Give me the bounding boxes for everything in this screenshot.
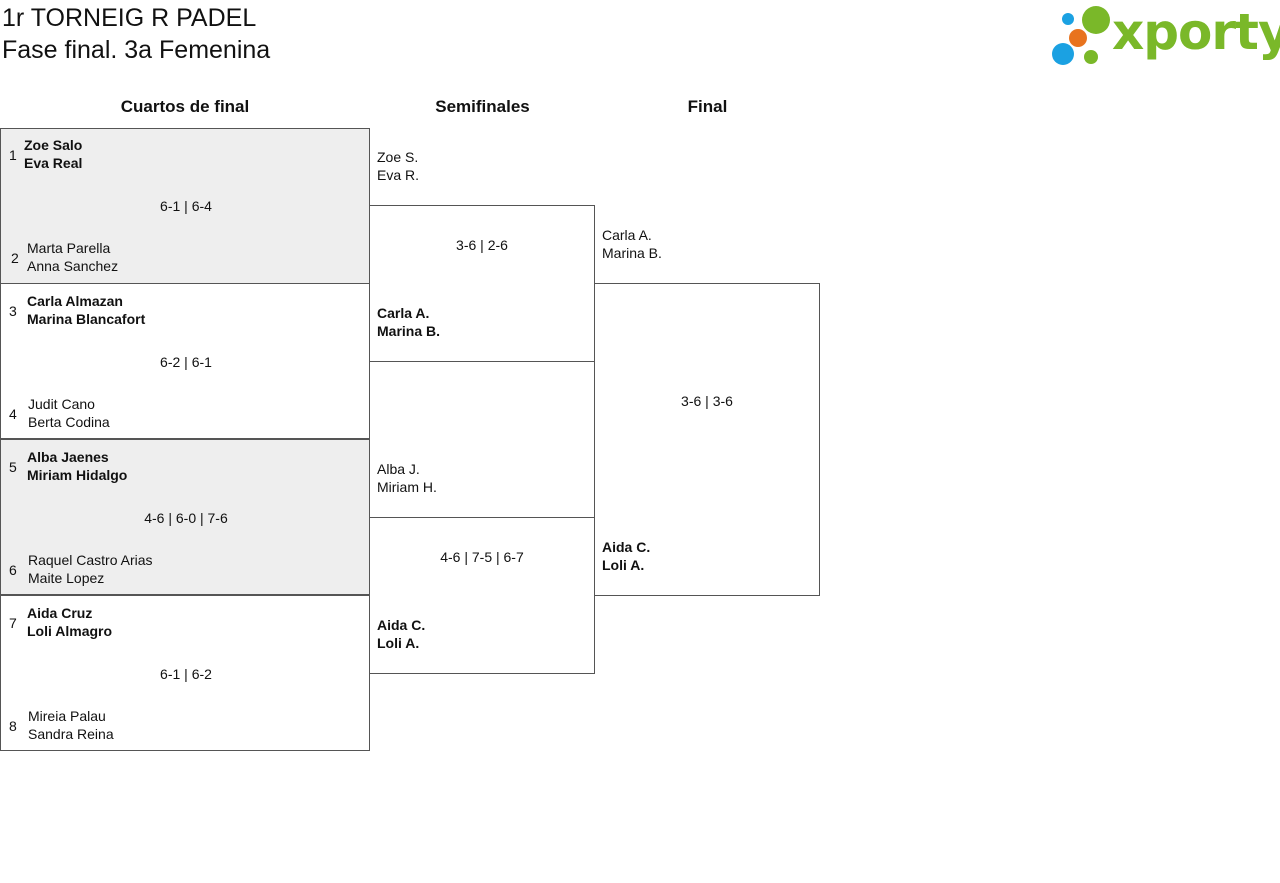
logo-dot-green: [1082, 6, 1110, 34]
round-heading-quarterfinals: Cuartos de final: [120, 97, 250, 116]
player-name: Berta Codina: [28, 414, 110, 430]
semifinal-1-team-bottom-winner: Carla A. Marina B.: [377, 304, 440, 340]
player-name: Miriam Hidalgo: [27, 467, 128, 483]
logo-dot-blue-small: [1062, 13, 1074, 25]
player-name: Loli Almagro: [27, 623, 113, 639]
player-name: Alba J.: [377, 461, 420, 477]
quarterfinal-match-2[interactable]: 3 Carla Almazan Marina Blancafort 6-2 | …: [0, 283, 370, 439]
player-name: Eva R.: [377, 167, 420, 183]
player-name: Marta Parella: [27, 240, 111, 256]
final-match[interactable]: 3-6 | 3-6 Aida C. Loli A.: [594, 283, 820, 596]
match-score: 4-6 | 7-5 | 6-7: [440, 549, 524, 565]
match-score: 6-1 | 6-2: [160, 666, 212, 682]
player-name: Zoe Salo: [24, 137, 83, 153]
player-name: Aida C.: [377, 617, 426, 633]
team-bottom: Marta Parella Anna Sanchez: [27, 239, 118, 275]
player-name: Marina Blancafort: [27, 311, 146, 327]
tournament-title: 1r TORNEIG R PADEL: [2, 4, 257, 32]
seed-number: 2: [11, 250, 19, 266]
player-name: Marina B.: [602, 245, 662, 261]
player-name: Alba Jaenes: [27, 449, 109, 465]
player-name: Carla Almazan: [27, 293, 123, 309]
team-top-winner: Carla Almazan Marina Blancafort: [27, 292, 145, 328]
player-name: Sandra Reina: [28, 726, 114, 742]
seed-number: 6: [9, 562, 17, 578]
player-name: Carla A.: [602, 227, 652, 243]
player-name: Loli A.: [377, 635, 420, 651]
phase-subtitle: Fase final. 3a Femenina: [2, 36, 271, 64]
logo-dot-orange: [1069, 29, 1087, 47]
team-bottom: Mireia Palau Sandra Reina: [28, 707, 114, 743]
quarterfinal-match-1[interactable]: 1 Zoe Salo Eva Real 6-1 | 6-4 2 Marta Pa…: [0, 128, 370, 284]
logo-dot-green-small: [1084, 50, 1098, 64]
match-score: 3-6 | 2-6: [456, 237, 508, 253]
final-team-bottom-winner: Aida C. Loli A.: [602, 538, 650, 574]
player-name: Aida C.: [602, 539, 651, 555]
semifinal-1-team-top: Zoe S. Eva R.: [377, 148, 419, 184]
xporty-logo[interactable]: xporty: [1050, 3, 1280, 68]
player-name: Aida Cruz: [27, 605, 93, 621]
seed-number: 4: [9, 406, 17, 422]
semifinal-2-team-bottom-winner: Aida C. Loli A.: [377, 616, 425, 652]
logo-wordmark: xporty: [1112, 3, 1280, 61]
team-bottom: Judit Cano Berta Codina: [28, 395, 110, 431]
round-heading-final: Final: [687, 97, 728, 116]
player-name: Marina B.: [377, 323, 441, 339]
final-team-top: Carla A. Marina B.: [602, 226, 662, 262]
team-top-winner: Alba Jaenes Miriam Hidalgo: [27, 448, 127, 484]
match-score: 6-1 | 6-4: [160, 198, 212, 214]
player-name: Eva Real: [24, 155, 83, 171]
seed-number: 8: [9, 718, 17, 734]
player-name: Zoe S.: [377, 149, 419, 165]
player-name: Raquel Castro Arias: [28, 552, 153, 568]
match-score: 6-2 | 6-1: [160, 354, 212, 370]
team-top-winner: Zoe Salo Eva Real: [24, 136, 82, 172]
round-heading-semifinals: Semifinales: [435, 97, 530, 116]
player-name: Miriam H.: [377, 479, 437, 495]
match-score: 4-6 | 6-0 | 7-6: [144, 510, 228, 526]
seed-number: 3: [9, 303, 17, 319]
player-name: Loli A.: [602, 557, 645, 573]
semifinal-match-2[interactable]: 4-6 | 7-5 | 6-7 Aida C. Loli A.: [369, 517, 595, 674]
player-name: Maite Lopez: [28, 570, 105, 586]
semifinal-match-1[interactable]: 3-6 | 2-6 Carla A. Marina B.: [369, 205, 595, 362]
semifinal-2-team-top: Alba J. Miriam H.: [377, 460, 437, 496]
seed-number: 7: [9, 615, 17, 631]
match-score: 3-6 | 3-6: [681, 393, 733, 409]
logo-dot-blue-large: [1052, 43, 1074, 65]
seed-number: 1: [9, 147, 17, 163]
quarterfinal-match-3[interactable]: 5 Alba Jaenes Miriam Hidalgo 4-6 | 6-0 |…: [0, 439, 370, 595]
quarterfinal-match-4[interactable]: 7 Aida Cruz Loli Almagro 6-1 | 6-2 8 Mir…: [0, 595, 370, 751]
player-name: Judit Cano: [28, 396, 95, 412]
player-name: Anna Sanchez: [27, 258, 119, 274]
team-top-winner: Aida Cruz Loli Almagro: [27, 604, 112, 640]
player-name: Mireia Palau: [28, 708, 106, 724]
team-bottom: Raquel Castro Arias Maite Lopez: [28, 551, 153, 587]
player-name: Carla A.: [377, 305, 430, 321]
seed-number: 5: [9, 459, 17, 475]
